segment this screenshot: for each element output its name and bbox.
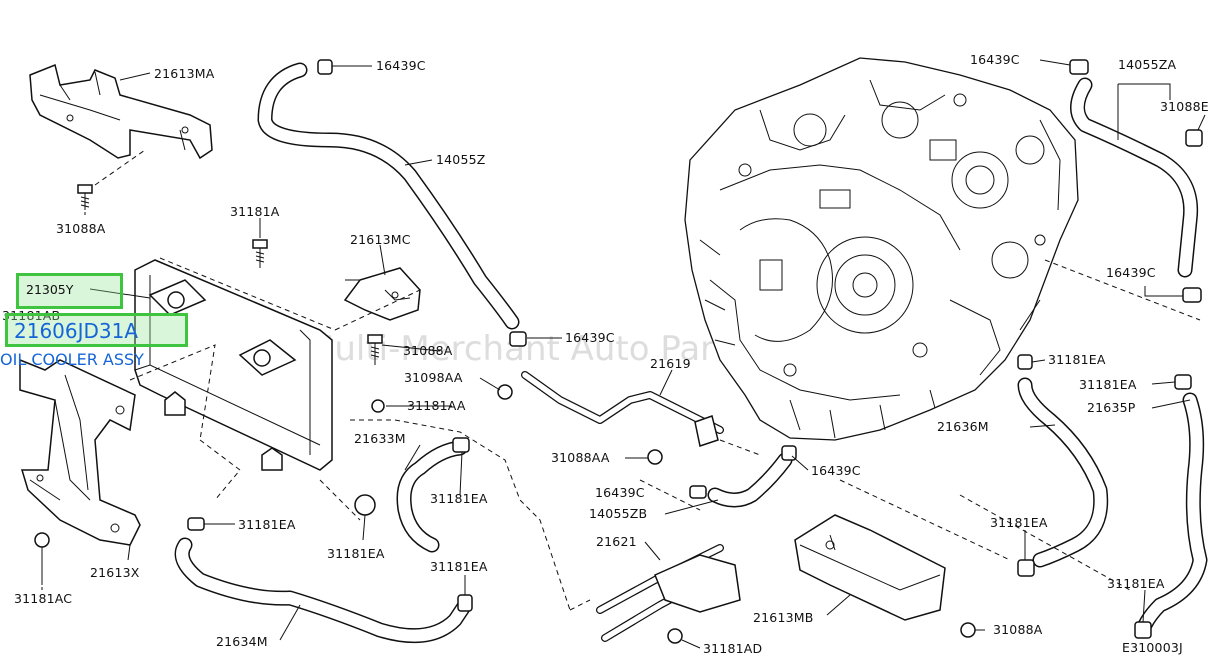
label-16439c-3: 16439C xyxy=(811,463,861,478)
part-number-21606jd31a: 21606JD31A xyxy=(14,319,139,343)
clamp-31181ea-7 xyxy=(1017,559,1035,577)
label-31181ea-6: 31181EA xyxy=(1079,377,1137,392)
bolt-31181a xyxy=(252,239,268,268)
bolt-31181ad xyxy=(667,628,683,644)
label-31098aa: 31098AA xyxy=(404,370,463,385)
clamp-31181ea-4 xyxy=(457,594,473,612)
label-14055zb: 14055ZB xyxy=(589,506,647,521)
clamp-16439c-4 xyxy=(689,485,707,499)
tube-21619 xyxy=(521,371,724,447)
bolt-31088a-mid xyxy=(367,334,383,365)
label-21613mc: 21613MC xyxy=(350,232,411,247)
bolt-31181ac xyxy=(34,532,50,585)
hose-21635p xyxy=(1137,392,1208,633)
clamp-16439c-2 xyxy=(509,331,527,347)
hose-14055z xyxy=(257,62,520,330)
clip-31181aa xyxy=(371,399,385,413)
hose-21634m xyxy=(174,537,473,644)
bracket-21613mb xyxy=(794,514,946,621)
label-14055za: 14055ZA xyxy=(1118,57,1177,72)
label-21621: 21621 xyxy=(596,534,637,549)
tube-21621 xyxy=(596,544,741,642)
label-31181ac: 31181AC xyxy=(14,591,72,606)
transmission-assembly xyxy=(684,57,1079,441)
clamp-31181ea-5 xyxy=(1017,354,1033,370)
bolt-31088a-top xyxy=(77,184,93,210)
clamp-31181ea-6 xyxy=(1174,374,1192,390)
label-16439c-1: 16439C xyxy=(376,58,426,73)
label-21613x: 21613X xyxy=(90,565,140,580)
label-31181a: 31181A xyxy=(230,204,280,219)
label-16439c-5: 16439C xyxy=(970,52,1020,67)
diagram-code: E310003J xyxy=(1122,640,1183,655)
label-31181ea-5: 31181EA xyxy=(1048,352,1106,367)
label-21613ma: 21613MA xyxy=(154,66,215,81)
assembly-dashed-lines xyxy=(94,149,1201,611)
bracket-21613ma xyxy=(29,63,213,160)
label-31088aa: 31088AA xyxy=(551,450,610,465)
label-31181ea-7: 31181EA xyxy=(990,515,1048,530)
clamp-16439c-1 xyxy=(317,59,333,75)
label-31181ea-2: 31181EA xyxy=(238,517,296,532)
label-16439c-2: 16439C xyxy=(565,330,615,345)
bracket-21613mc xyxy=(343,267,421,321)
hose-14055za xyxy=(1070,77,1199,278)
label-21305y: 21305Y xyxy=(26,282,74,297)
label-21619: 21619 xyxy=(650,356,691,371)
label-31181ad: 31181AD xyxy=(703,641,762,656)
label-16439c-6: 16439C xyxy=(1106,265,1156,280)
oil-cooler-assy-label: OIL COOLER ASSY xyxy=(0,350,144,369)
label-31088e: 31088E xyxy=(1160,99,1209,114)
highlight-box-21305y[interactable]: 21305Y xyxy=(16,273,123,309)
label-31181ea-3: 31181EA xyxy=(327,546,385,561)
label-14055z: 14055Z xyxy=(436,152,486,167)
highlight-box-21606jd31a[interactable]: 21606JD31A xyxy=(5,313,188,347)
label-21633m: 21633M xyxy=(354,431,406,446)
oil-cooler-body xyxy=(134,259,333,471)
clamp-31088e xyxy=(1185,129,1203,147)
label-31088a-2: 31088A xyxy=(403,343,453,358)
bolt-31088a-low xyxy=(960,622,976,638)
label-31181ea-4: 31181EA xyxy=(430,559,488,574)
label-21634m: 21634M xyxy=(216,634,268,649)
label-31181aa: 31181AA xyxy=(407,398,466,413)
bolt-31088aa xyxy=(647,449,663,465)
hose-21636m xyxy=(1017,377,1109,568)
clamp-16439c-6 xyxy=(1182,287,1202,303)
label-16439c-4: 16439C xyxy=(595,485,645,500)
label-21635p: 21635P xyxy=(1087,400,1136,415)
bracket-21613x xyxy=(19,358,141,546)
bolt-31098aa xyxy=(497,384,513,400)
leader-lines xyxy=(41,59,1206,649)
part-labels: 21613MA 31088A 31181A 21613MC 31181AB 31… xyxy=(2,52,1209,656)
label-21636m: 21636M xyxy=(937,419,989,434)
clamp-31181ea-2 xyxy=(187,517,205,531)
label-31088a-3: 31088A xyxy=(993,622,1043,637)
clamp-31181ea-1 xyxy=(452,437,470,453)
label-31181ea-1: 31181EA xyxy=(430,491,488,506)
clamp-16439c-5 xyxy=(1069,59,1089,75)
label-21613mb: 21613MB xyxy=(753,610,814,625)
hose-14055zb xyxy=(707,452,793,508)
clamp-31181ea-8 xyxy=(1134,621,1152,639)
label-31088a-1: 31088A xyxy=(56,221,106,236)
label-31181ea-8: 31181EA xyxy=(1107,576,1165,591)
